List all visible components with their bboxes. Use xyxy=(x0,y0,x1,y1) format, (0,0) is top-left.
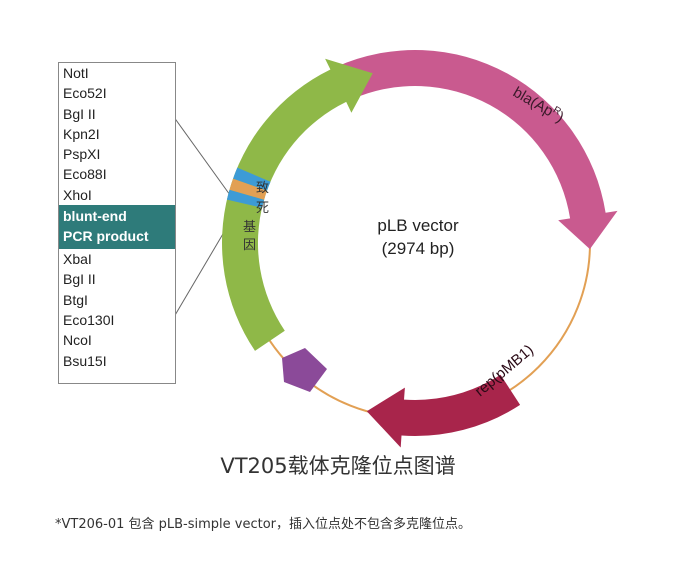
site-bsu15i: Bsu15I xyxy=(63,352,107,369)
lethal-gene-char-3: 基 xyxy=(243,220,256,235)
mcs-band-upper xyxy=(226,189,265,208)
rep-arrow xyxy=(366,374,521,448)
site-noti: NotI xyxy=(63,65,89,81)
vector-size: (2974 bp) xyxy=(382,239,455,258)
restriction-site-list: NotI Eco52I BgI II Kpn2I PspXI Eco88I Xh… xyxy=(58,62,176,384)
site-eco130i: Eco130I xyxy=(63,311,115,328)
lethal-gene-char-4: 因 xyxy=(243,238,256,253)
footnote: *VT206-01 包含 pLB-simple vector，插入位点处不包含多… xyxy=(55,517,472,532)
site-btgi: BtgI xyxy=(63,291,88,308)
insert-site-band xyxy=(229,178,267,200)
bla-arrow xyxy=(336,50,618,250)
site-xbai: XbaI xyxy=(63,251,92,268)
blunt-end-pcr-product: blunt-end PCR product xyxy=(59,205,175,250)
blunt-label-line-2: PCR product xyxy=(63,228,149,245)
site-bgl2-a: BgI II xyxy=(63,105,96,122)
lethal-gene-arrow xyxy=(222,58,373,351)
site-ncoi: NcoI xyxy=(63,332,92,349)
site-bgl2-b: BgI II xyxy=(63,271,96,288)
blunt-label-line-1: blunt-end xyxy=(63,208,127,225)
site-eco52i: Eco52I xyxy=(63,85,107,102)
site-pspxi: PspXI xyxy=(63,146,101,163)
lethal-gene-char-1: 致 xyxy=(256,181,269,196)
site-kpn2i: Kpn2I xyxy=(63,125,100,142)
figure-caption: VT205载体克隆位点图谱 xyxy=(220,454,456,478)
mcs-band-lower xyxy=(233,167,271,191)
site-xhoi: XhoI xyxy=(63,186,92,203)
lethal-gene-char-2: 死 xyxy=(256,201,269,216)
site-eco88i: Eco88I xyxy=(63,166,107,183)
vector-name: pLB vector xyxy=(377,216,459,235)
feature-arrow-small xyxy=(282,348,327,392)
